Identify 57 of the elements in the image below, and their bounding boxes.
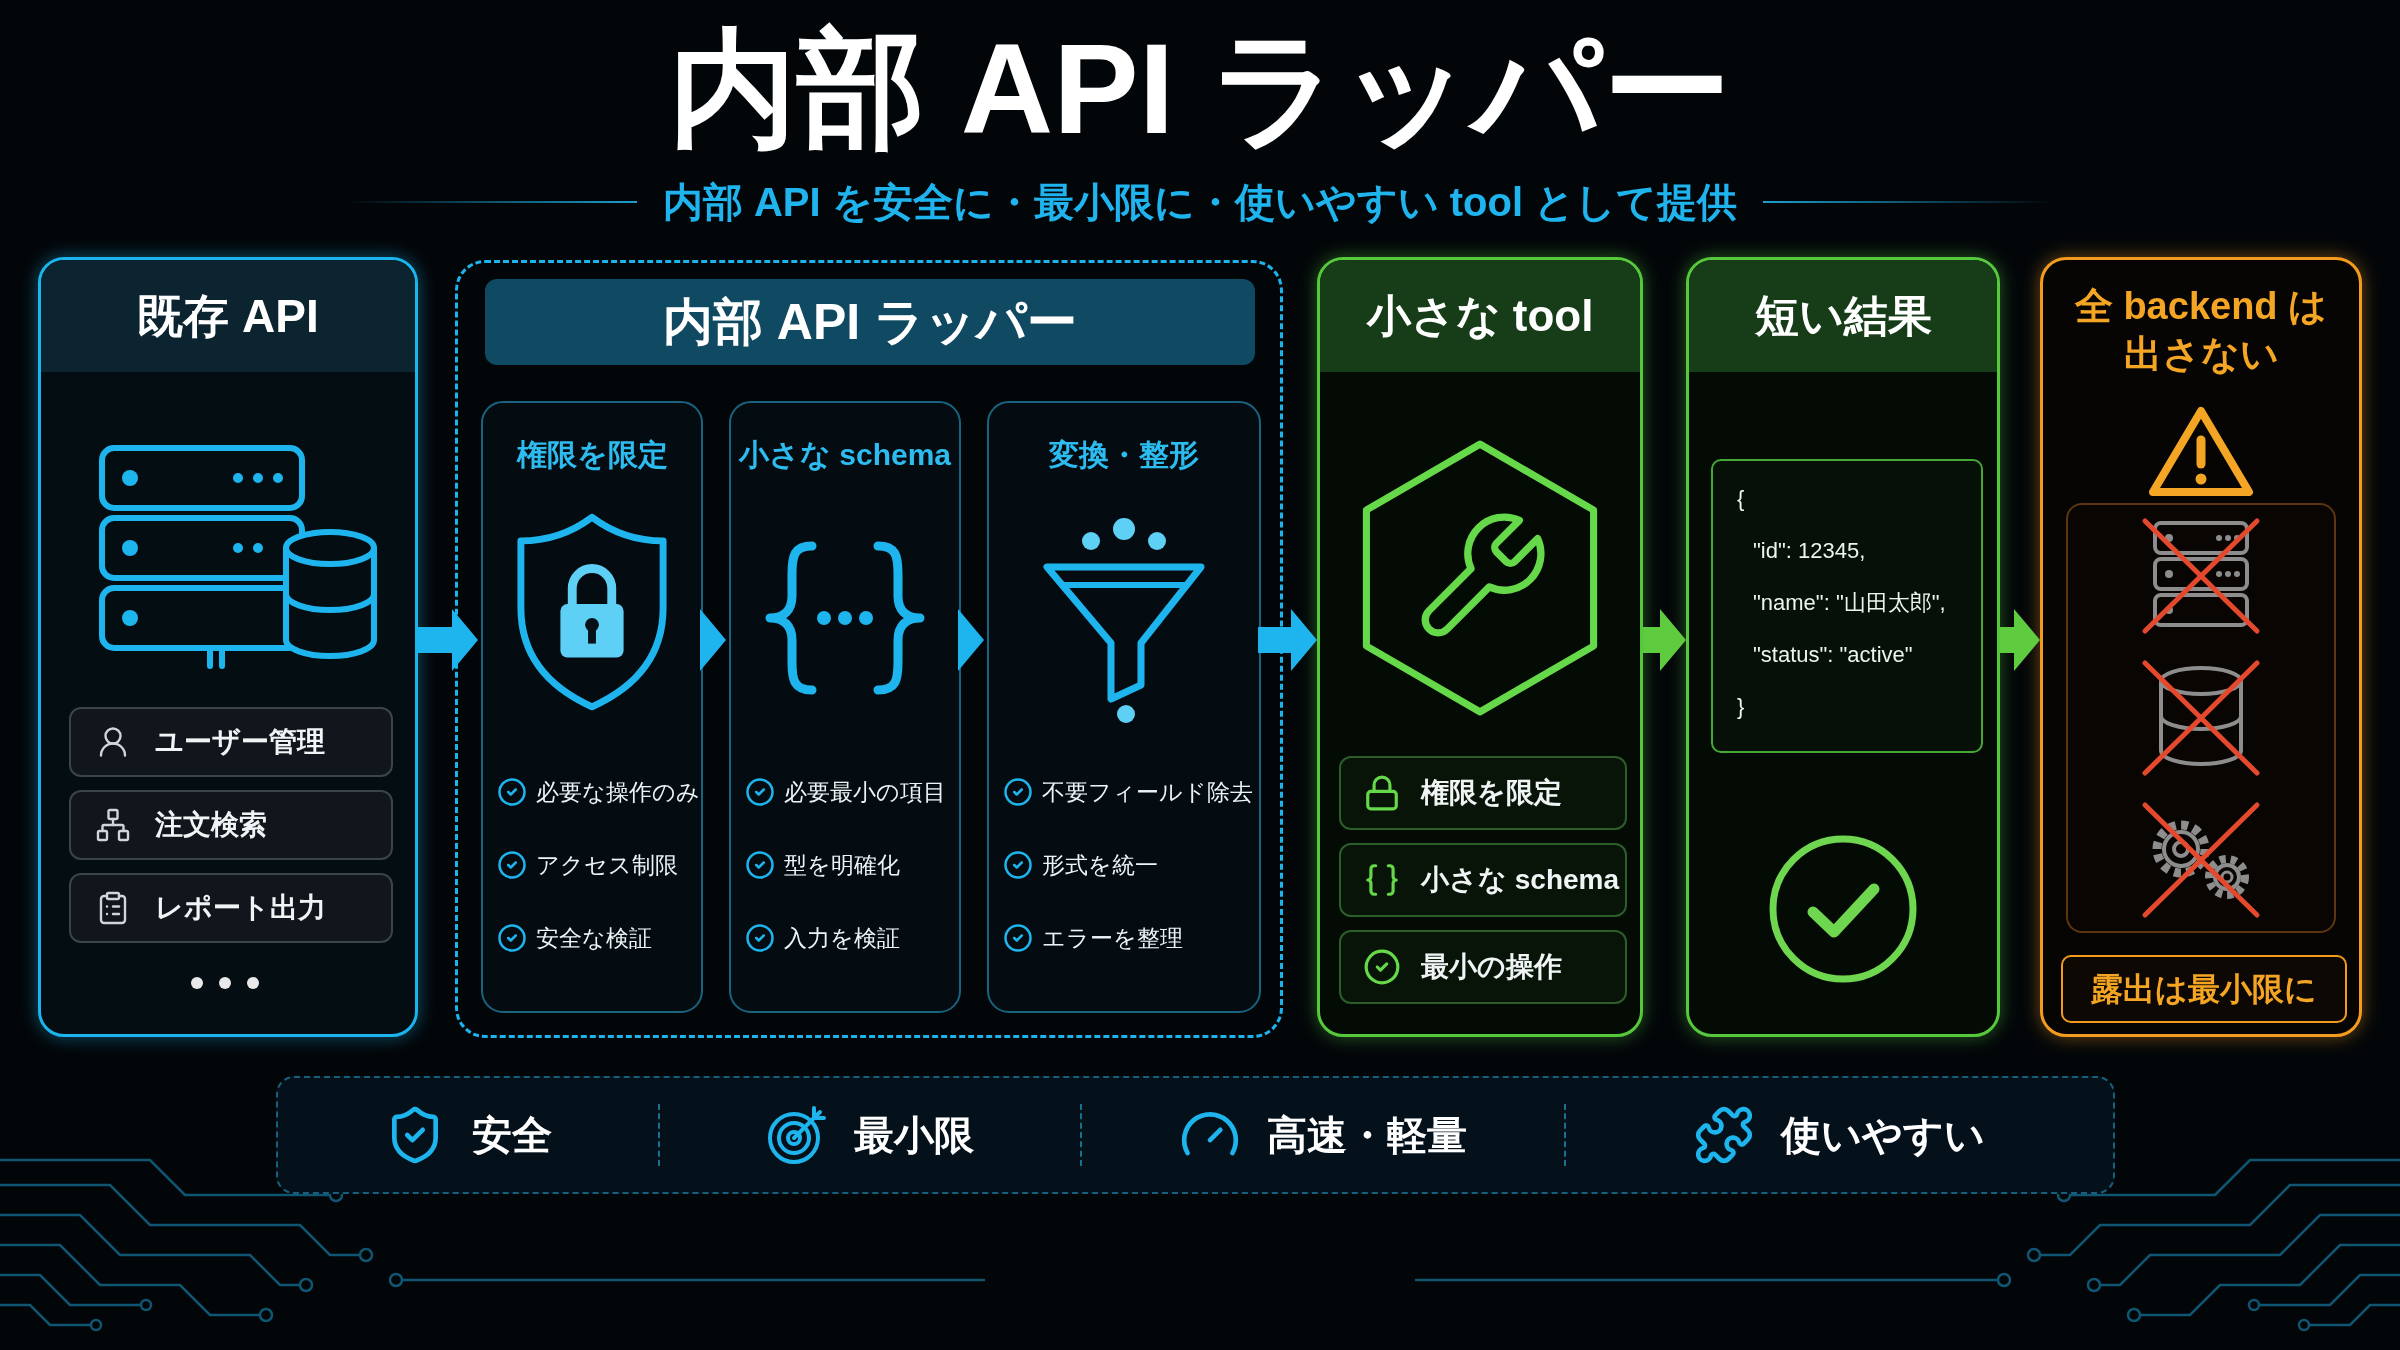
api-panel xyxy=(38,257,418,1037)
check-item-label: 必要最小の項目 xyxy=(784,778,946,807)
tool-item xyxy=(1339,756,1627,830)
item-label: 最小の操作 xyxy=(1421,950,1562,984)
feature-label: 最小限 xyxy=(854,1112,974,1159)
code-line: { xyxy=(1737,485,1745,513)
check-item-label: アクセス制限 xyxy=(536,851,678,880)
item-label: 注文検索 xyxy=(155,808,267,842)
item-label: 小さな schema xyxy=(1421,863,1620,897)
tool-panel xyxy=(1317,257,1643,1037)
card-title: 権限を限定 xyxy=(516,437,668,473)
result-panel xyxy=(1686,257,2000,1037)
arrow xyxy=(1643,609,1686,671)
arrow xyxy=(2000,609,2040,671)
tool-item xyxy=(1339,843,1627,917)
arrow xyxy=(418,609,478,671)
check-item-label: 型を明確化 xyxy=(784,851,900,880)
check-item-label: 入力を検証 xyxy=(784,924,900,953)
tool-item xyxy=(1339,930,1627,1004)
feature-label: 高速・軽量 xyxy=(1267,1112,1467,1159)
json-box xyxy=(1711,459,1983,753)
panel-heading: 全 backend は出さない xyxy=(2073,284,2329,377)
arrow xyxy=(1258,609,1317,671)
check-item-label: 必要な操作のみ xyxy=(536,778,700,807)
item-label: 権限を限定 xyxy=(1421,776,1562,810)
panel-header: 小さな tool xyxy=(1320,260,1640,372)
subtitle: 内部 API を安全に・最小限に・使いやすい tool として提供 xyxy=(662,179,1738,226)
step-card xyxy=(729,401,961,1013)
check-item-label: 安全な検証 xyxy=(536,924,652,953)
card-title: 小さな schema xyxy=(738,437,952,473)
title: 内部 API ラッパー xyxy=(669,22,1731,156)
api-item xyxy=(69,790,393,860)
api-item xyxy=(69,707,393,777)
check-item-label: エラーを整理 xyxy=(1042,924,1183,953)
code-line: "status": "active" xyxy=(1752,641,1913,669)
check-item-label: 不要フィールド除去 xyxy=(1042,778,1253,807)
arrow xyxy=(700,609,726,671)
step-card xyxy=(481,401,703,1013)
panel-header: 短い結果 xyxy=(1689,260,1997,372)
backend-panel xyxy=(2040,257,2362,1037)
wrapper-frame xyxy=(455,260,1283,1038)
feature-label: 安全 xyxy=(472,1112,552,1159)
note-tag: 露出は最小限に xyxy=(2061,955,2347,1023)
feature-label: 使いやすい xyxy=(1780,1112,1985,1159)
code-line: "name": "山田太郎", xyxy=(1752,589,1946,617)
step-card xyxy=(987,401,1261,1013)
api-item xyxy=(69,873,393,943)
wrapper-header: 内部 API ラッパー xyxy=(485,279,1255,365)
item-label: レポート出力 xyxy=(155,891,326,925)
card-title: 変換・整形 xyxy=(1049,437,1199,473)
item-label: ユーザー管理 xyxy=(155,725,325,759)
arrow xyxy=(958,609,984,671)
feature-bar xyxy=(276,1076,2115,1194)
check-item-label: 形式を統一 xyxy=(1042,851,1158,880)
code-line: "id": 12345, xyxy=(1752,537,1866,565)
code-line: } xyxy=(1737,693,1745,721)
panel-header: 既存 API xyxy=(41,260,415,372)
